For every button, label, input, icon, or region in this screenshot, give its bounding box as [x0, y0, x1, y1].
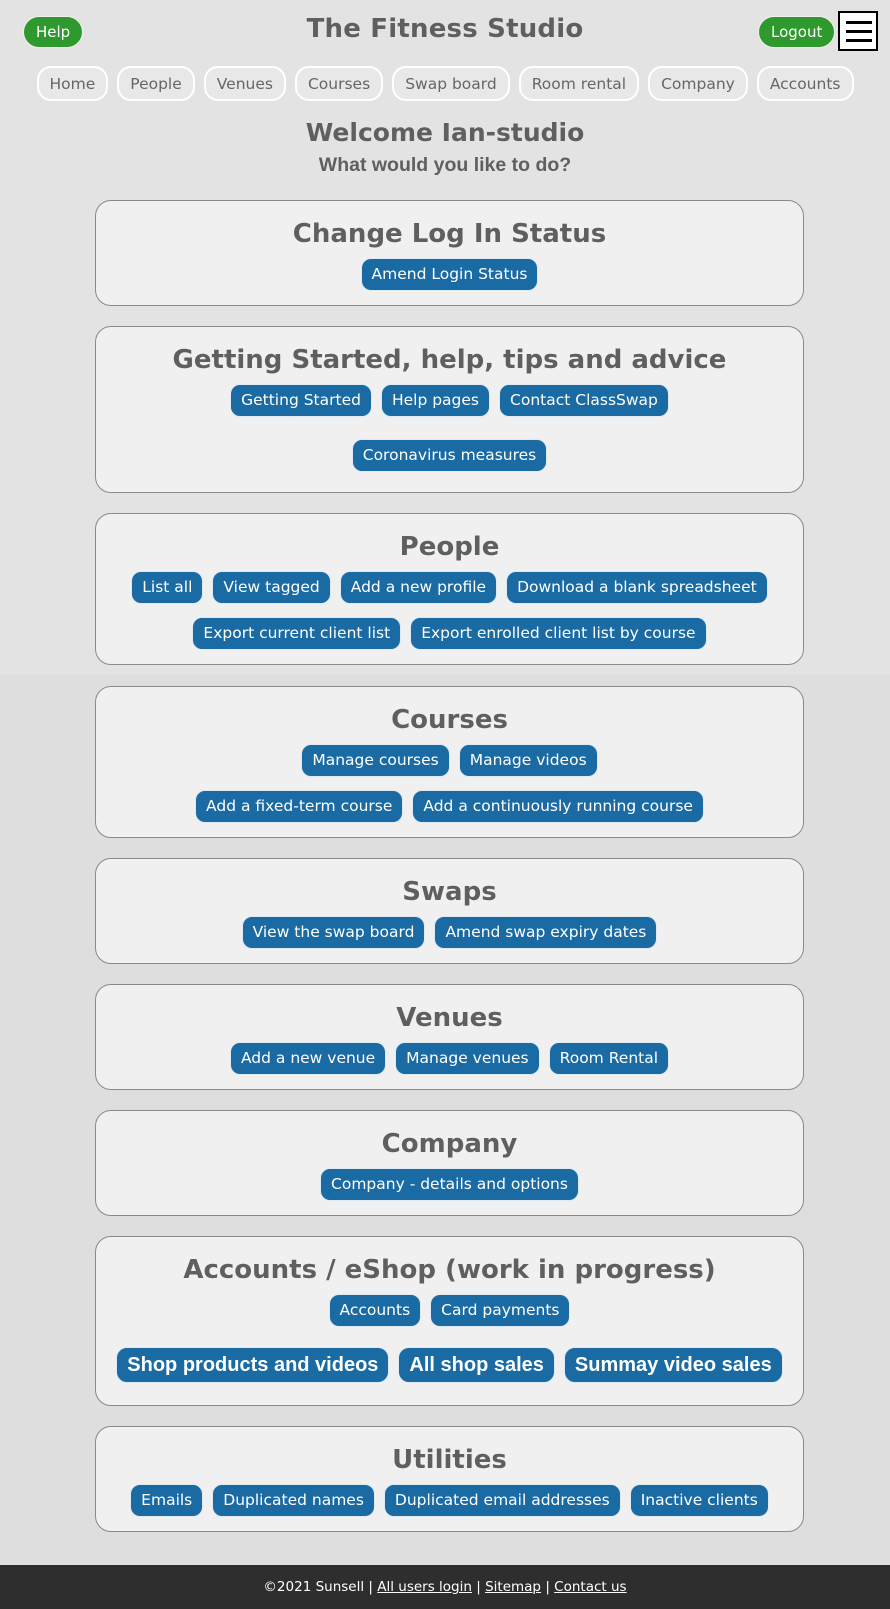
list-all-button[interactable]: List all — [131, 571, 204, 604]
company-details-button[interactable]: Company - details and options — [320, 1168, 579, 1201]
logout-button[interactable]: Logout — [758, 16, 836, 48]
coronavirus-measures-button[interactable]: Coronavirus measures — [351, 439, 548, 472]
add-fixed-term-course-button[interactable]: Add a fixed-term course — [195, 790, 404, 823]
export-enrolled-clients-button[interactable]: Export enrolled client list by course — [410, 617, 707, 650]
help-pages-button[interactable]: Help pages — [380, 384, 491, 417]
inactive-clients-button[interactable]: Inactive clients — [629, 1484, 769, 1517]
amend-swap-expiry-button[interactable]: Amend swap expiry dates — [434, 916, 658, 949]
duplicated-names-button[interactable]: Duplicated names — [212, 1484, 375, 1517]
duplicated-emails-button[interactable]: Duplicated email addresses — [383, 1484, 621, 1517]
section-accounts: Accounts / eShop (work in progress) Acco… — [95, 1236, 804, 1406]
nav-people[interactable]: People — [117, 66, 195, 101]
footer-contact-us-link[interactable]: Contact us — [554, 1579, 627, 1595]
manage-courses-button[interactable]: Manage courses — [301, 744, 450, 777]
section-getting-started: Getting Started, help, tips and advice G… — [95, 326, 804, 493]
section-title: Utilities — [392, 1445, 507, 1475]
amend-login-status-button[interactable]: Amend Login Status — [360, 258, 539, 291]
nav-company[interactable]: Company — [648, 66, 748, 101]
section-title: Venues — [396, 1003, 503, 1033]
nav-accounts[interactable]: Accounts — [756, 66, 854, 101]
view-tagged-button[interactable]: View tagged — [212, 571, 331, 604]
footer-all-users-login-link[interactable]: All users login — [377, 1579, 472, 1595]
export-client-list-button[interactable]: Export current client list — [192, 617, 402, 650]
room-rental-button[interactable]: Room Rental — [548, 1042, 670, 1075]
nav-room-rental[interactable]: Room rental — [518, 66, 640, 101]
add-new-profile-button[interactable]: Add a new profile — [339, 571, 498, 604]
section-login-status: Change Log In Status Amend Login Status — [95, 200, 804, 306]
all-shop-sales-button[interactable]: All shop sales — [398, 1347, 555, 1383]
getting-started-button[interactable]: Getting Started — [230, 384, 372, 417]
view-swap-board-button[interactable]: View the swap board — [241, 916, 426, 949]
contact-classswap-button[interactable]: Contact ClassSwap — [499, 384, 669, 417]
nav-venues[interactable]: Venues — [203, 66, 286, 101]
footer-separator: | — [476, 1579, 481, 1595]
footer-separator: | — [545, 1579, 550, 1595]
page: Help The Fitness Studio Logout Home Peop… — [0, 0, 890, 1532]
nav-home[interactable]: Home — [36, 66, 109, 101]
hamburger-menu-icon[interactable] — [838, 11, 878, 51]
nav-swap-board[interactable]: Swap board — [392, 66, 510, 101]
section-courses: Courses Manage courses Manage videos Add… — [95, 686, 804, 838]
help-button[interactable]: Help — [23, 16, 84, 48]
footer-copyright: ©2021 Sunsell — [263, 1579, 365, 1595]
welcome-heading: Welcome Ian-studio — [305, 118, 585, 147]
main-nav: Home People Venues Courses Swap board Ro… — [0, 62, 890, 101]
section-title: Swaps — [402, 877, 497, 907]
footer-sitemap-link[interactable]: Sitemap — [485, 1579, 542, 1595]
section-title: Courses — [391, 705, 508, 735]
download-blank-spreadsheet-button[interactable]: Download a blank spreadsheet — [506, 571, 768, 604]
shop-products-videos-button[interactable]: Shop products and videos — [116, 1347, 390, 1383]
footer-separator: | — [368, 1579, 373, 1595]
footer: ©2021 Sunsell | All users login | Sitema… — [0, 1565, 890, 1609]
emails-button[interactable]: Emails — [130, 1484, 204, 1517]
add-continuous-course-button[interactable]: Add a continuously running course — [412, 790, 704, 823]
section-people: People List all View tagged Add a new pr… — [95, 513, 804, 665]
manage-videos-button[interactable]: Manage videos — [458, 744, 598, 777]
site-title: The Fitness Studio — [306, 14, 584, 44]
section-title: People — [399, 532, 500, 562]
summary-video-sales-button[interactable]: Summay video sales — [563, 1347, 783, 1383]
header: Help The Fitness Studio Logout — [0, 0, 890, 62]
section-title: Getting Started, help, tips and advice — [172, 345, 727, 375]
manage-venues-button[interactable]: Manage venues — [395, 1042, 540, 1075]
welcome-subtitle: What would you like to do? — [318, 154, 572, 176]
section-title: Accounts / eShop (work in progress) — [183, 1255, 716, 1285]
nav-courses[interactable]: Courses — [294, 66, 384, 101]
section-swaps: Swaps View the swap board Amend swap exp… — [95, 858, 804, 964]
section-title: Company — [381, 1129, 518, 1159]
card-payments-button[interactable]: Card payments — [430, 1294, 571, 1327]
accounts-button[interactable]: Accounts — [328, 1294, 422, 1327]
section-venues: Venues Add a new venue Manage venues Roo… — [95, 984, 804, 1090]
section-title: Change Log In Status — [292, 219, 607, 249]
section-utilities: Utilities Emails Duplicated names Duplic… — [95, 1426, 804, 1532]
add-new-venue-button[interactable]: Add a new venue — [229, 1042, 387, 1075]
section-company: Company Company - details and options — [95, 1110, 804, 1216]
